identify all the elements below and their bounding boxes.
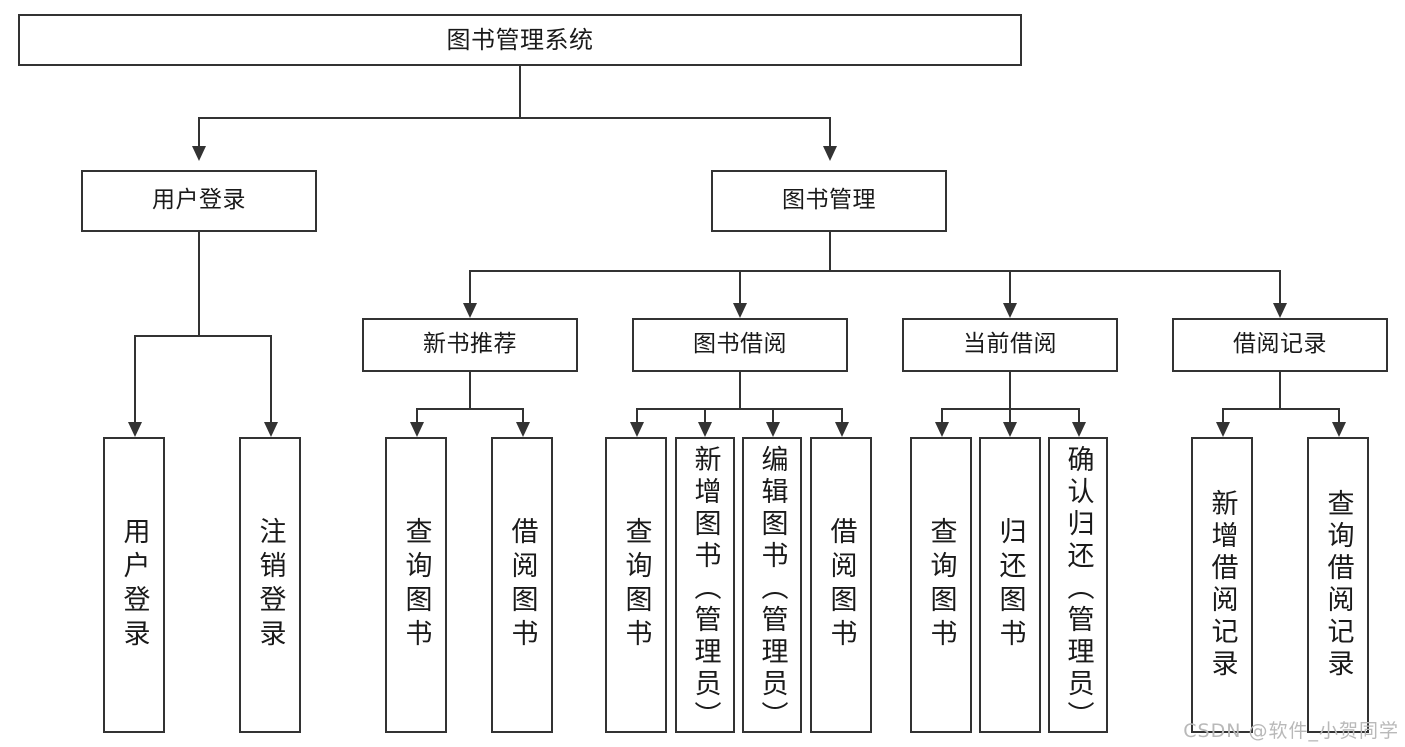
arrow-book-borrow-to-leaf-4 <box>835 422 849 437</box>
connector-new-book-rec-to-leaf-2 <box>522 408 524 422</box>
connector-new-book-rec-stem <box>469 372 471 408</box>
node-book-borrow-label: 图书借阅 <box>693 331 787 358</box>
arrow-root-to-user-login <box>192 146 206 161</box>
arrow-book-manage-to-new-book-rec <box>463 303 477 318</box>
arrow-borrow-record-to-leaf-2 <box>1332 422 1346 437</box>
node-leaf-add-record-label: 新增借阅记录 <box>1206 489 1238 681</box>
node-leaf-add-record[interactable]: 新增借阅记录 <box>1191 437 1253 733</box>
arrow-current-borrow-to-leaf-2 <box>1003 422 1017 437</box>
connector-user-login-bar <box>134 335 270 337</box>
node-root-label: 图书管理系统 <box>446 25 594 54</box>
arrow-book-borrow-to-leaf-2 <box>698 422 712 437</box>
connector-book-borrow-stem <box>739 372 741 408</box>
connector-book-manage-stem <box>829 232 831 270</box>
arrow-new-book-rec-to-leaf-2 <box>516 422 530 437</box>
arrow-current-borrow-to-leaf-3 <box>1072 422 1086 437</box>
node-leaf-user-login[interactable]: 用户登录 <box>103 437 165 733</box>
node-leaf-add-book[interactable]: 新增图书（管理员） <box>675 437 735 733</box>
connector-root-stem <box>519 66 521 117</box>
connector-book-borrow-to-leaf-3 <box>772 408 774 422</box>
connector-new-book-rec-bar <box>416 408 523 410</box>
connector-current-borrow-to-leaf-2 <box>1009 408 1011 422</box>
connector-borrow-record-to-leaf-2 <box>1338 408 1340 422</box>
connector-book-manage-to-book-borrow <box>739 270 741 303</box>
connector-current-borrow-to-leaf-3 <box>1078 408 1080 422</box>
arrow-new-book-rec-to-leaf-1 <box>410 422 424 437</box>
connector-borrow-record-to-leaf-1 <box>1222 408 1224 422</box>
node-leaf-return-book-label: 归还图书 <box>994 517 1026 653</box>
node-leaf-confirm-return[interactable]: 确认归还（管理员） <box>1048 437 1108 733</box>
connector-book-borrow-to-leaf-2 <box>704 408 706 422</box>
arrow-book-manage-to-book-borrow <box>733 303 747 318</box>
node-new-book-rec-label: 新书推荐 <box>423 331 517 358</box>
node-leaf-borrow-book-2-label: 借阅图书 <box>825 517 857 653</box>
node-book-manage[interactable]: 图书管理 <box>711 170 947 232</box>
arrow-book-manage-to-borrow-record <box>1273 303 1287 318</box>
node-leaf-add-book-label: 新增图书（管理员） <box>689 445 721 733</box>
node-new-book-rec[interactable]: 新书推荐 <box>362 318 578 372</box>
node-leaf-query-record[interactable]: 查询借阅记录 <box>1307 437 1369 733</box>
node-root[interactable]: 图书管理系统 <box>18 14 1022 66</box>
node-book-manage-label: 图书管理 <box>782 187 876 214</box>
node-current-borrow[interactable]: 当前借阅 <box>902 318 1118 372</box>
connector-root-to-user-login <box>198 117 200 146</box>
node-leaf-edit-book[interactable]: 编辑图书（管理员） <box>742 437 802 733</box>
node-borrow-record[interactable]: 借阅记录 <box>1172 318 1388 372</box>
node-leaf-return-book[interactable]: 归还图书 <box>979 437 1041 733</box>
connector-user-login-stem <box>198 232 200 335</box>
connector-borrow-record-bar <box>1222 408 1339 410</box>
node-leaf-logout[interactable]: 注销登录 <box>239 437 301 733</box>
connector-book-borrow-to-leaf-1 <box>636 408 638 422</box>
node-leaf-query-book-1[interactable]: 查询图书 <box>385 437 447 733</box>
connector-book-manage-to-borrow-record <box>1279 270 1281 303</box>
node-leaf-query-book-2-label: 查询图书 <box>620 517 652 653</box>
node-current-borrow-label: 当前借阅 <box>963 331 1057 358</box>
node-leaf-user-login-label: 用户登录 <box>118 517 150 653</box>
node-leaf-borrow-book-2[interactable]: 借阅图书 <box>810 437 872 733</box>
node-leaf-query-book-1-label: 查询图书 <box>400 517 432 653</box>
connector-book-borrow-bar <box>636 408 841 410</box>
arrow-book-borrow-to-leaf-1 <box>630 422 644 437</box>
node-leaf-query-record-label: 查询借阅记录 <box>1322 489 1354 681</box>
arrow-current-borrow-to-leaf-1 <box>935 422 949 437</box>
connector-borrow-record-stem <box>1279 372 1281 408</box>
arrow-book-borrow-to-leaf-3 <box>766 422 780 437</box>
arrow-user-login-to-leaf-1 <box>128 422 142 437</box>
connector-root-bar <box>198 117 830 119</box>
node-leaf-logout-label: 注销登录 <box>254 517 286 653</box>
node-user-login[interactable]: 用户登录 <box>81 170 317 232</box>
node-user-login-label: 用户登录 <box>152 187 246 214</box>
node-leaf-edit-book-label: 编辑图书（管理员） <box>756 445 788 733</box>
node-book-borrow[interactable]: 图书借阅 <box>632 318 848 372</box>
node-leaf-confirm-return-label: 确认归还（管理员） <box>1062 445 1094 733</box>
connector-book-manage-to-new-book-rec <box>469 270 471 303</box>
node-leaf-borrow-book-1[interactable]: 借阅图书 <box>491 437 553 733</box>
node-borrow-record-label: 借阅记录 <box>1233 331 1327 358</box>
connector-user-login-to-leaf-1 <box>134 335 136 422</box>
connector-new-book-rec-to-leaf-1 <box>416 408 418 422</box>
arrow-user-login-to-leaf-2 <box>264 422 278 437</box>
connector-book-manage-bar <box>469 270 1281 272</box>
connector-current-borrow-stem <box>1009 372 1011 408</box>
node-leaf-query-book-3-label: 查询图书 <box>925 517 957 653</box>
connector-user-login-to-leaf-2 <box>270 335 272 422</box>
arrow-borrow-record-to-leaf-1 <box>1216 422 1230 437</box>
arrow-root-to-book-manage <box>823 146 837 161</box>
arrow-book-manage-to-current-borrow <box>1003 303 1017 318</box>
connector-book-borrow-to-leaf-4 <box>841 408 843 422</box>
node-leaf-borrow-book-1-label: 借阅图书 <box>506 517 538 653</box>
connector-book-manage-to-current-borrow <box>1009 270 1011 303</box>
connector-current-borrow-to-leaf-1 <box>941 408 943 422</box>
connector-root-to-book-manage <box>829 117 831 146</box>
node-leaf-query-book-2[interactable]: 查询图书 <box>605 437 667 733</box>
node-leaf-query-book-3[interactable]: 查询图书 <box>910 437 972 733</box>
